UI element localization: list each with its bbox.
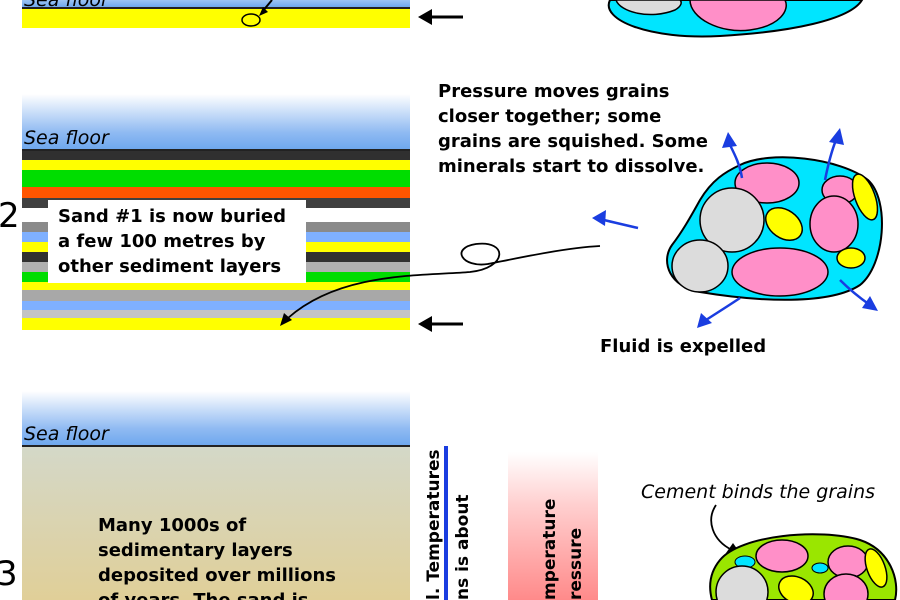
pointer-arrowhead	[280, 313, 292, 326]
caption-line: sedimentary layers	[98, 540, 293, 561]
grain-cluster-cemented	[709, 533, 898, 600]
pressure-line: grains are squished. Some	[438, 131, 708, 152]
caption-line: Many 1000s of	[98, 515, 247, 536]
sea-water	[22, 94, 410, 149]
grain-yellow	[778, 575, 814, 600]
grain-pink	[809, 195, 859, 253]
cement-pointer-curve	[710, 504, 733, 551]
caption-line: of years. The sand is	[98, 588, 336, 600]
sand-layer-1	[22, 9, 410, 28]
sea-floor-label: Sea floor	[24, 423, 109, 445]
sea-water	[22, 391, 410, 445]
grain-yellow	[864, 548, 888, 588]
pressure-line: closer together; some	[438, 106, 662, 127]
cement-label: Cement binds the grains	[641, 481, 876, 503]
grain-gray	[715, 565, 769, 600]
grain-pink	[731, 247, 829, 297]
grain-yellow	[836, 247, 866, 269]
grain-cluster-top	[607, 0, 864, 38]
temperature-scale-bar	[444, 446, 448, 600]
temperature-pressure-gradient	[508, 452, 598, 600]
caption-line: deposited over millions	[98, 565, 336, 586]
sea-floor-label: Sea floor	[24, 0, 109, 11]
fluid-expelled-label: Fluid is expelled	[600, 336, 767, 357]
layer-blue-2	[22, 301, 410, 310]
stage1-column: Sea floor	[22, 0, 410, 30]
fluid-arrow-icon	[728, 144, 744, 179]
sea-floor-label: Sea floor	[24, 127, 109, 149]
layer-yellow-1	[22, 160, 410, 170]
left-arrow-icon	[418, 9, 463, 25]
sea-floor-line	[22, 149, 410, 151]
pointer-arrow-curve	[287, 242, 601, 319]
stage3-caption: Many 1000s of sedimentary layers deposit…	[98, 513, 336, 600]
sand-grain-marker	[241, 13, 261, 27]
grain-yellow	[851, 173, 879, 221]
pore-cyan	[811, 562, 829, 574]
grain-cluster-compacted	[666, 156, 883, 301]
sea-floor-line	[22, 445, 410, 447]
layer-gray-4	[22, 310, 410, 318]
grain-yellow	[765, 207, 803, 241]
pointer-arrowhead	[259, 7, 268, 16]
layer-yellow-3	[22, 282, 410, 290]
pressure-line: minerals start to dissolve.	[438, 156, 705, 177]
grain-pink	[755, 539, 809, 573]
stage3-column: Sea floor Many 1000s of sedimentary laye…	[22, 391, 410, 600]
stage2-column: Sea floor Sand #1 is now buried a few 10…	[22, 94, 410, 330]
left-arrow-icon	[418, 316, 463, 332]
layer-dark-1	[22, 151, 410, 160]
grain-gray	[699, 187, 765, 253]
layer-gray-3	[22, 290, 410, 301]
caption-line: a few 100 metres by	[58, 231, 266, 252]
caption-line: Sand #1 is now buried	[58, 206, 287, 227]
grain-pink	[734, 162, 800, 204]
layer-green-1	[22, 170, 410, 187]
grain-pink	[823, 573, 869, 600]
stage-number-2: 2	[0, 196, 20, 236]
stage-number-3: 3	[0, 554, 18, 594]
stage1-overlay	[241, 0, 864, 38]
stage2-caption-box: Sand #1 is now buried a few 100 metres b…	[48, 200, 306, 283]
pressure-description: Pressure moves grains closer together; s…	[438, 79, 708, 179]
grain-gray	[671, 239, 729, 293]
pressure-line: Pressure moves grains	[438, 81, 670, 102]
sediment-stack	[22, 447, 410, 600]
sand-layer-1	[22, 318, 410, 330]
layer-orange	[22, 187, 410, 198]
sea-water	[22, 0, 410, 7]
caption-line: other sediment layers	[58, 256, 282, 277]
sea-floor-line	[22, 7, 410, 9]
grain-pink	[827, 545, 869, 579]
